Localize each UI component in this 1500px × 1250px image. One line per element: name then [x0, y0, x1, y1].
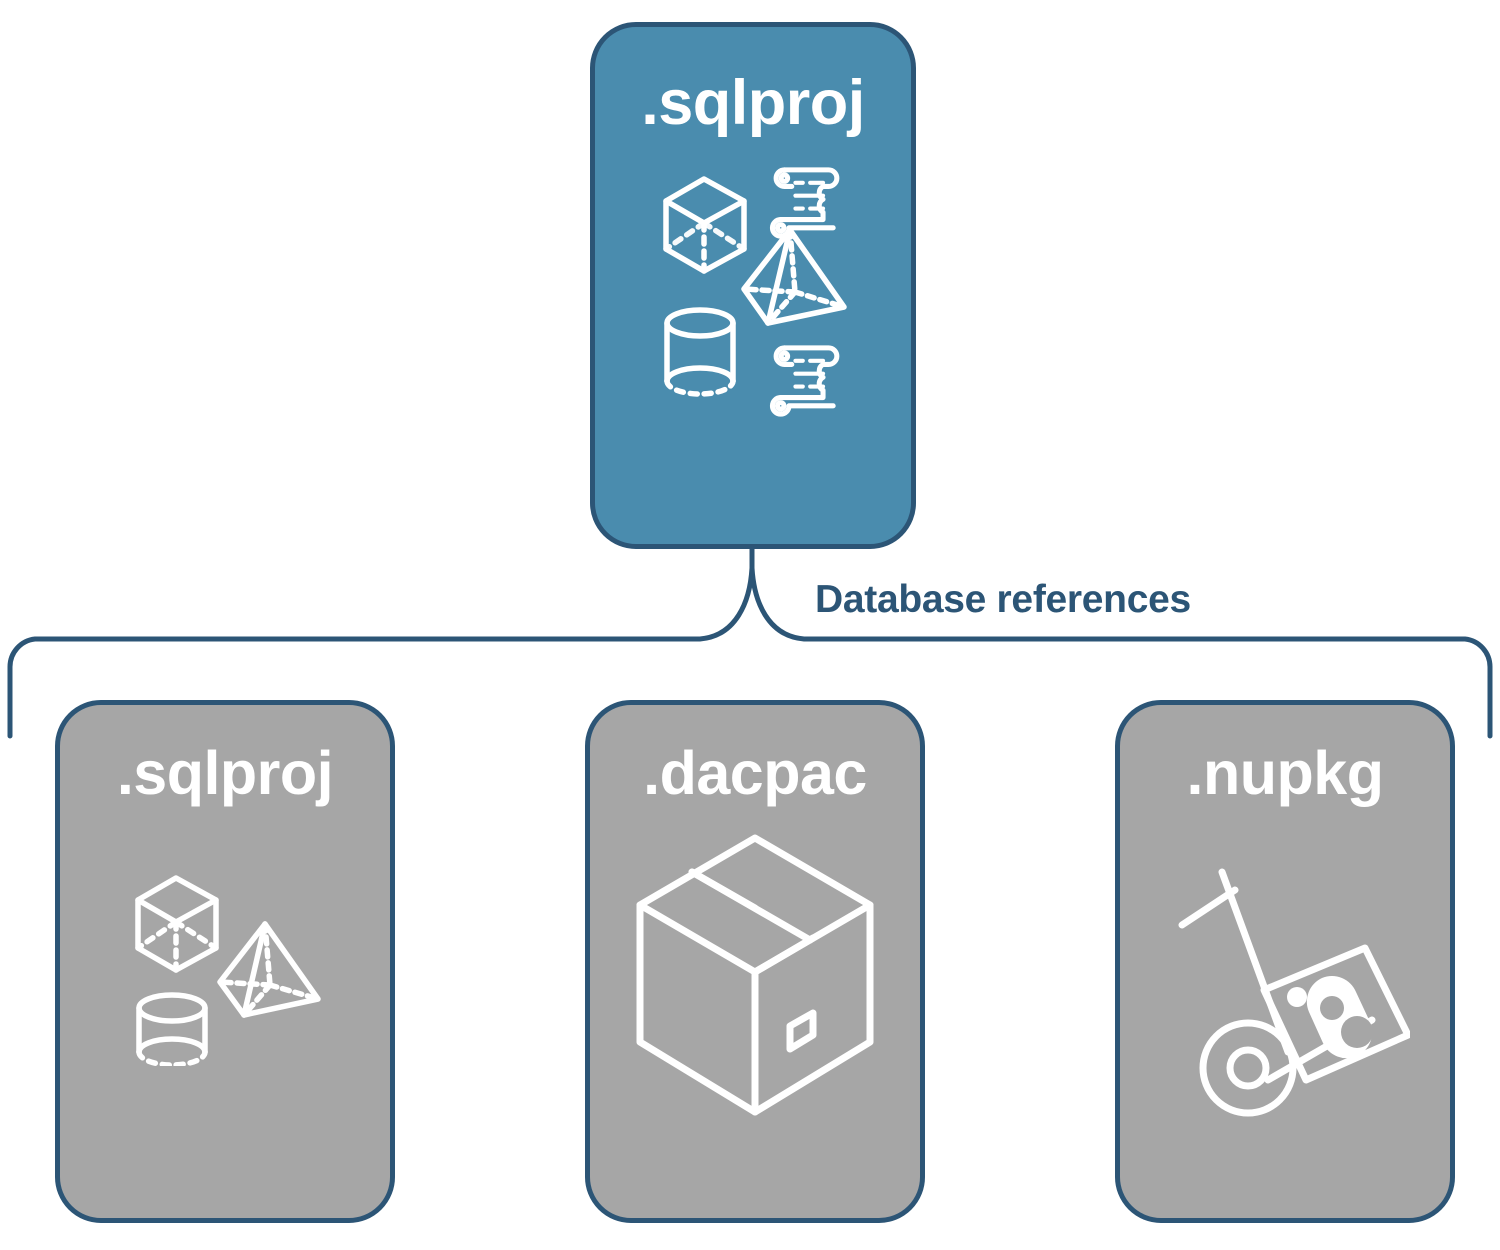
scroll-icon — [769, 167, 840, 239]
scroll-icon — [769, 345, 840, 417]
database-references-brace — [7, 545, 1493, 739]
leaf-card-title: .dacpac — [643, 739, 867, 807]
root-card-sqlproj[interactable]: .sqlproj — [590, 22, 916, 549]
leaf-card-title: .nupkg — [1186, 739, 1384, 807]
pyramid-wireframe-icon — [741, 227, 847, 326]
root-card-artwork — [648, 157, 858, 427]
leaf-card-nupkg[interactable]: .nupkg — [1115, 700, 1455, 1223]
leaf-card-artwork — [1160, 830, 1410, 1120]
leaf-card-title: .sqlproj — [116, 739, 334, 807]
cylinder-wireframe-icon — [664, 307, 736, 397]
leaf-card-sqlproj[interactable]: .sqlproj — [55, 700, 395, 1223]
cube-wireframe-icon — [663, 176, 747, 274]
leaf-card-artwork — [630, 830, 880, 1120]
package-box-icon — [636, 834, 874, 1116]
nuget-package-holes — [1320, 996, 1373, 1048]
leaf-card-dacpac[interactable]: .dacpac — [585, 700, 925, 1223]
cube-wireframe-icon — [135, 875, 219, 973]
connector-label: Database references — [815, 578, 1191, 621]
cylinder-wireframe-icon — [136, 992, 208, 1066]
pyramid-wireframe-icon — [217, 921, 321, 1018]
leaf-card-artwork — [120, 856, 330, 1066]
root-card-title: .sqlproj — [641, 68, 865, 138]
